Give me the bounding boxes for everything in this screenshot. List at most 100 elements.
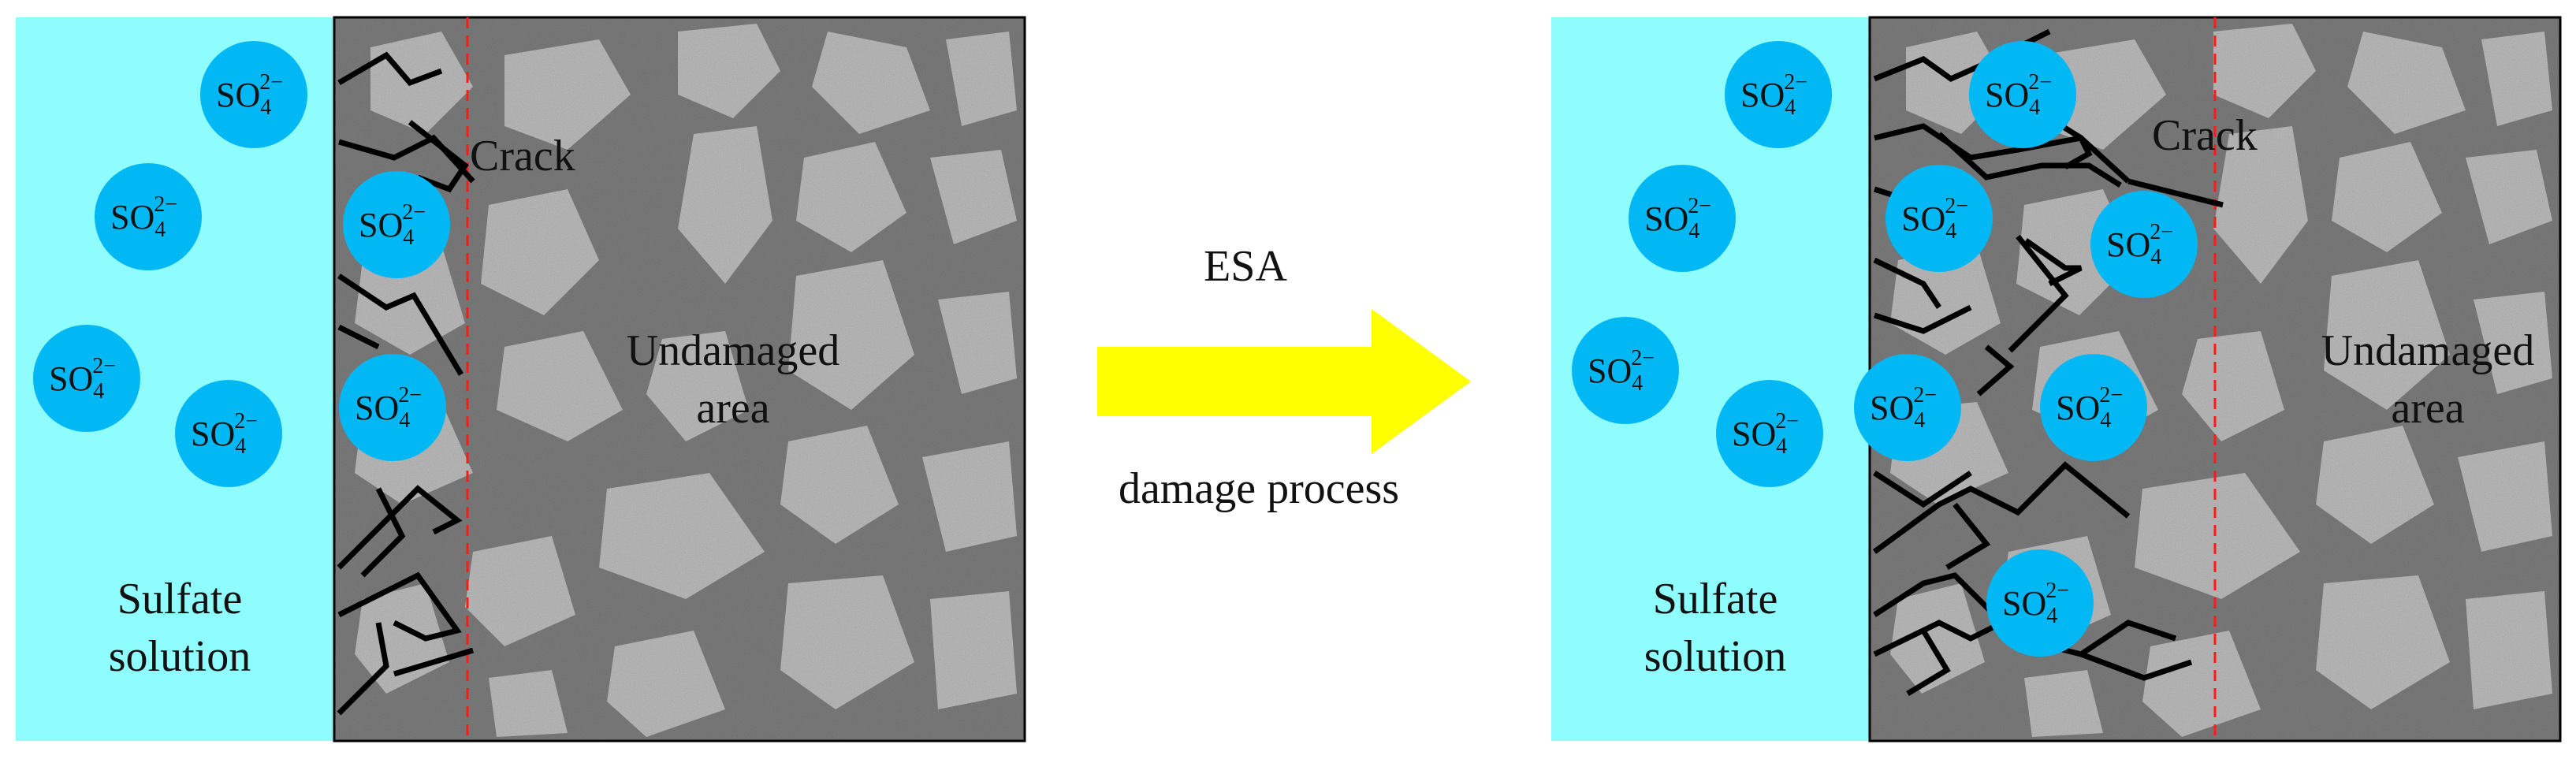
sulfate-ion: SO42− xyxy=(1986,549,2094,657)
sulfate-ion-circle xyxy=(2040,354,2147,461)
crack-label: Crack xyxy=(470,132,575,181)
aggregate xyxy=(780,575,914,709)
aggregate xyxy=(812,32,930,134)
aggregate xyxy=(922,441,1017,552)
sulfate-ion-circle xyxy=(1885,165,1993,272)
sulfate-ion: SO42− xyxy=(175,380,282,487)
cracks xyxy=(337,51,475,716)
aggregate xyxy=(481,189,599,315)
sulfate-ion: SO42− xyxy=(33,325,140,432)
aggregate xyxy=(2316,426,2434,544)
sulfate-ion-formula: SO42− xyxy=(1644,194,1711,244)
sulfate-ion-formula: SO42− xyxy=(1985,70,2052,120)
aggregate xyxy=(2481,32,2552,126)
sulfate-ion: SO42− xyxy=(1854,354,1961,461)
sulfate-ion-circle xyxy=(1629,165,1736,272)
crack-line xyxy=(2127,178,2224,208)
undamaged-area-label-line2: area xyxy=(2391,384,2464,433)
sulfate-ion-formula: SO42− xyxy=(1870,383,1937,433)
aggregate xyxy=(930,591,1017,709)
sulfate-ion-circle xyxy=(2090,191,2198,298)
esa-label: ESA xyxy=(1204,242,1287,291)
crack-line xyxy=(337,51,443,87)
sulfate-ion-formula: SO42− xyxy=(359,200,426,250)
aggregate xyxy=(2213,24,2316,118)
crack-line xyxy=(337,274,464,376)
crack-line xyxy=(2023,238,2083,287)
crack-line xyxy=(360,487,406,578)
crack-line xyxy=(1873,471,1972,508)
sulfate-solution-label-line1: Sulfate xyxy=(1653,575,1778,623)
crack-line xyxy=(337,622,389,716)
sulfate-ion: SO42− xyxy=(1725,41,1832,148)
concrete-region xyxy=(334,17,1025,741)
sulfate-ion: SO42− xyxy=(1716,380,1823,487)
sulfate-solution-label-line2: solution xyxy=(1644,632,1786,681)
aggregate xyxy=(489,670,568,737)
aggregate xyxy=(678,126,772,284)
sulfate-ion-formula: SO42− xyxy=(2002,579,2069,628)
sulfate-ion-circle xyxy=(339,354,446,461)
crack-line xyxy=(337,485,463,570)
aggregate xyxy=(465,536,575,646)
sulfate-ion-formula: SO42− xyxy=(2056,383,2123,433)
sulfate-ion: SO42− xyxy=(2040,354,2147,461)
aggregate xyxy=(2142,631,2261,737)
aggregate xyxy=(2458,441,2552,552)
aggregate xyxy=(2466,150,2552,244)
sulfate-ion: SO42− xyxy=(95,163,202,270)
aggregate xyxy=(1890,583,1985,694)
sulfate-ion: SO42− xyxy=(200,41,307,148)
sulfate-ion-circle xyxy=(200,41,307,148)
aggregate xyxy=(599,473,765,599)
sulfate-ion-formula: SO42− xyxy=(1740,70,1807,120)
aggregate xyxy=(788,260,914,410)
aggregate xyxy=(2135,473,2300,599)
crack-line xyxy=(1937,132,2122,188)
crack-line xyxy=(1873,257,1941,309)
sulfate-ion-formula: SO42− xyxy=(216,70,283,120)
sulfate-ion-formula: SO42− xyxy=(49,354,116,404)
sulfate-ion-circle xyxy=(1986,549,2094,657)
sulfate-ion-formula: SO42− xyxy=(1732,409,1799,459)
sulfate-solution-label-line2: solution xyxy=(109,632,251,681)
crack-line xyxy=(337,571,462,642)
crack-line xyxy=(1874,123,2131,184)
damage-process-label: damage process xyxy=(1119,464,1399,513)
aggregate xyxy=(2347,32,2466,134)
aggregate xyxy=(2213,126,2308,284)
crack-line xyxy=(1872,461,2131,554)
sulfate-ion-circle xyxy=(1969,41,2076,148)
crack-line xyxy=(1873,304,1972,334)
sulfate-ion: SO42− xyxy=(1885,165,1993,272)
aggregate xyxy=(2332,142,2442,252)
sulfate-ion: SO42− xyxy=(1572,317,1679,424)
sulfate-ion: SO42− xyxy=(343,171,450,278)
undamaged-area-label-line1: Undamaged xyxy=(2321,326,2535,375)
sulfate-ion-circle xyxy=(343,171,450,278)
crack-line xyxy=(1945,502,1991,571)
aggregate xyxy=(370,32,473,134)
aggregate xyxy=(2024,670,2103,737)
aggregate xyxy=(2474,292,2552,394)
crack-line xyxy=(1873,620,2004,657)
sulfate-ions: SO42− SO42− SO42− SO42− SO42− SO42− xyxy=(33,41,450,487)
sulfate-ion-formula: SO42− xyxy=(1901,194,1968,244)
sulfate-ion: SO42− xyxy=(339,354,446,461)
left-panel: Sulfate solution Crack Undamaged area SO… xyxy=(16,16,1026,743)
sulfate-ion-circle xyxy=(175,380,282,487)
aggregate xyxy=(678,24,780,118)
sulfate-ion: SO42− xyxy=(1969,41,2076,148)
sulfate-ion-circle xyxy=(1716,380,1823,487)
aggregate xyxy=(946,32,1017,126)
aggregate xyxy=(497,331,623,441)
concrete-border xyxy=(333,16,1026,743)
sulfate-ion-circle xyxy=(33,325,140,432)
aggregate xyxy=(780,426,899,544)
aggregate xyxy=(2040,39,2166,150)
crack-line xyxy=(408,120,469,193)
aggregate xyxy=(504,39,631,150)
undamaged-area-label-line1: Undamaged xyxy=(627,326,840,375)
aggregate xyxy=(607,631,725,737)
